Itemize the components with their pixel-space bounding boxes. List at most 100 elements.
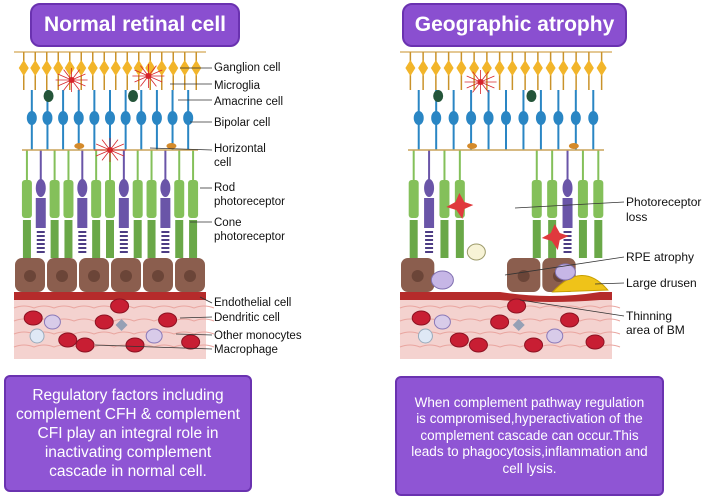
normal-retinal-cell-title: Normal retinal cell [30, 3, 240, 47]
red-blood-cell [411, 310, 431, 326]
choroid-layer [14, 297, 206, 359]
rpe-nucleus [56, 270, 68, 282]
bipolar-cell-body [58, 111, 69, 125]
cone-nucleus [77, 179, 88, 197]
cone-inner [562, 198, 573, 228]
rod-outer [578, 220, 587, 258]
label-photoreceptor-loss-line1: Photoreceptor [626, 195, 702, 209]
microglia-body [145, 73, 152, 79]
cone-nucleus [424, 179, 435, 197]
red-blood-cell [507, 298, 527, 314]
cone-nucleus [160, 179, 171, 197]
microglia-body [68, 77, 75, 83]
ganglion-cell [418, 60, 429, 76]
horizontal-cell [467, 143, 478, 149]
leader-line [175, 333, 213, 336]
rod-inner [105, 180, 115, 218]
monocyte [433, 314, 451, 330]
microglia-body [477, 79, 484, 85]
leader-line [149, 147, 213, 151]
amacrine-cell [526, 90, 537, 102]
debris-macrophage [430, 270, 454, 290]
rpe-nucleus [24, 270, 36, 282]
ganglion-cell [64, 60, 75, 76]
rpe-nucleus [152, 270, 164, 282]
rod-outer [532, 220, 541, 258]
leader-line [199, 296, 213, 304]
rod-outer [106, 220, 114, 258]
label-amacrine-cell: Amacrine cell [214, 96, 284, 108]
choroid-stripe [399, 331, 621, 335]
rod-inner [132, 180, 143, 218]
cone-inner [77, 198, 88, 228]
label-photoreceptor-loss-line2: loss [626, 210, 648, 224]
degenerated-cell [466, 243, 486, 261]
ganglion-cell [481, 60, 492, 76]
monocyte [546, 328, 564, 344]
label-thinning-bm-line1: Thinning [626, 309, 673, 323]
ganglion-cell [520, 60, 531, 76]
debris-macrophage [554, 263, 576, 281]
rod-outer [594, 220, 603, 258]
ganglion-cell [507, 60, 518, 76]
bipolar-cell-body [570, 111, 581, 125]
horizontal-cell [568, 143, 579, 149]
ganglion-cell [122, 60, 133, 76]
activated-microglia [541, 224, 569, 250]
red-blood-cell [125, 337, 145, 353]
large-drusen-deposit [551, 275, 609, 293]
cone-inner [35, 198, 46, 228]
cone-nucleus [118, 179, 129, 197]
horizontal-cell [74, 143, 85, 149]
red-blood-cell [94, 314, 114, 330]
ganglion-cell [494, 60, 505, 76]
macrophage-cell [417, 328, 433, 344]
rpe-nucleus [184, 270, 196, 282]
rod-outer [189, 220, 198, 258]
ganglion-cell [53, 60, 64, 76]
rod-inner [577, 180, 588, 218]
ganglion-cell [456, 60, 467, 76]
label-other-monocytes: Other monocytes [214, 330, 302, 342]
red-blood-cell [560, 312, 580, 328]
red-blood-cell [75, 337, 95, 353]
choroid-stripe [13, 331, 215, 335]
leader-line [94, 344, 213, 350]
bipolar-cell-body [483, 111, 494, 125]
ganglion-cell [99, 60, 110, 76]
bipolar-cell-body [588, 111, 599, 125]
cone-inner [118, 198, 129, 228]
label-dendritic-cell: Dendritic cell [214, 312, 280, 324]
amacrine-cell [43, 90, 54, 102]
ganglion-cell [405, 60, 416, 76]
label-endothelial-cell: Endothelial cell [214, 297, 292, 309]
red-blood-cell [158, 312, 178, 328]
rod-inner [547, 180, 558, 218]
bipolar-cell-body [518, 111, 529, 125]
rod-inner [63, 180, 74, 218]
ganglion-cell [145, 60, 156, 76]
label-large-drusen: Large drusen [626, 276, 697, 290]
cone-nucleus [562, 179, 573, 197]
bipolar-cell-body [151, 111, 162, 125]
bipolar-cell-body [535, 111, 546, 125]
rod-inner [408, 180, 419, 218]
bipolar-cell-body [448, 111, 459, 125]
amacrine-cell [433, 90, 444, 102]
geographic-atrophy-title: Geographic atrophy [402, 3, 627, 47]
label-rod-photoreceptor-line1: Rod [214, 182, 236, 194]
label-thinning-bm-line2: area of BM [626, 323, 685, 337]
cone-nucleus [35, 179, 46, 197]
rod-inner [146, 180, 157, 218]
amacrine-cell [128, 90, 139, 102]
bipolar-cell-body [26, 111, 37, 125]
ganglion-cell [168, 60, 179, 76]
bruchs-membrane [14, 292, 206, 300]
rod-outer [92, 220, 101, 258]
ganglion-cell [87, 60, 98, 76]
ganglion-cell [558, 60, 569, 76]
bipolar-cell-body [42, 111, 53, 125]
ganglion-cell [545, 60, 556, 76]
rod-outer [147, 220, 156, 258]
rod-inner [21, 180, 32, 218]
